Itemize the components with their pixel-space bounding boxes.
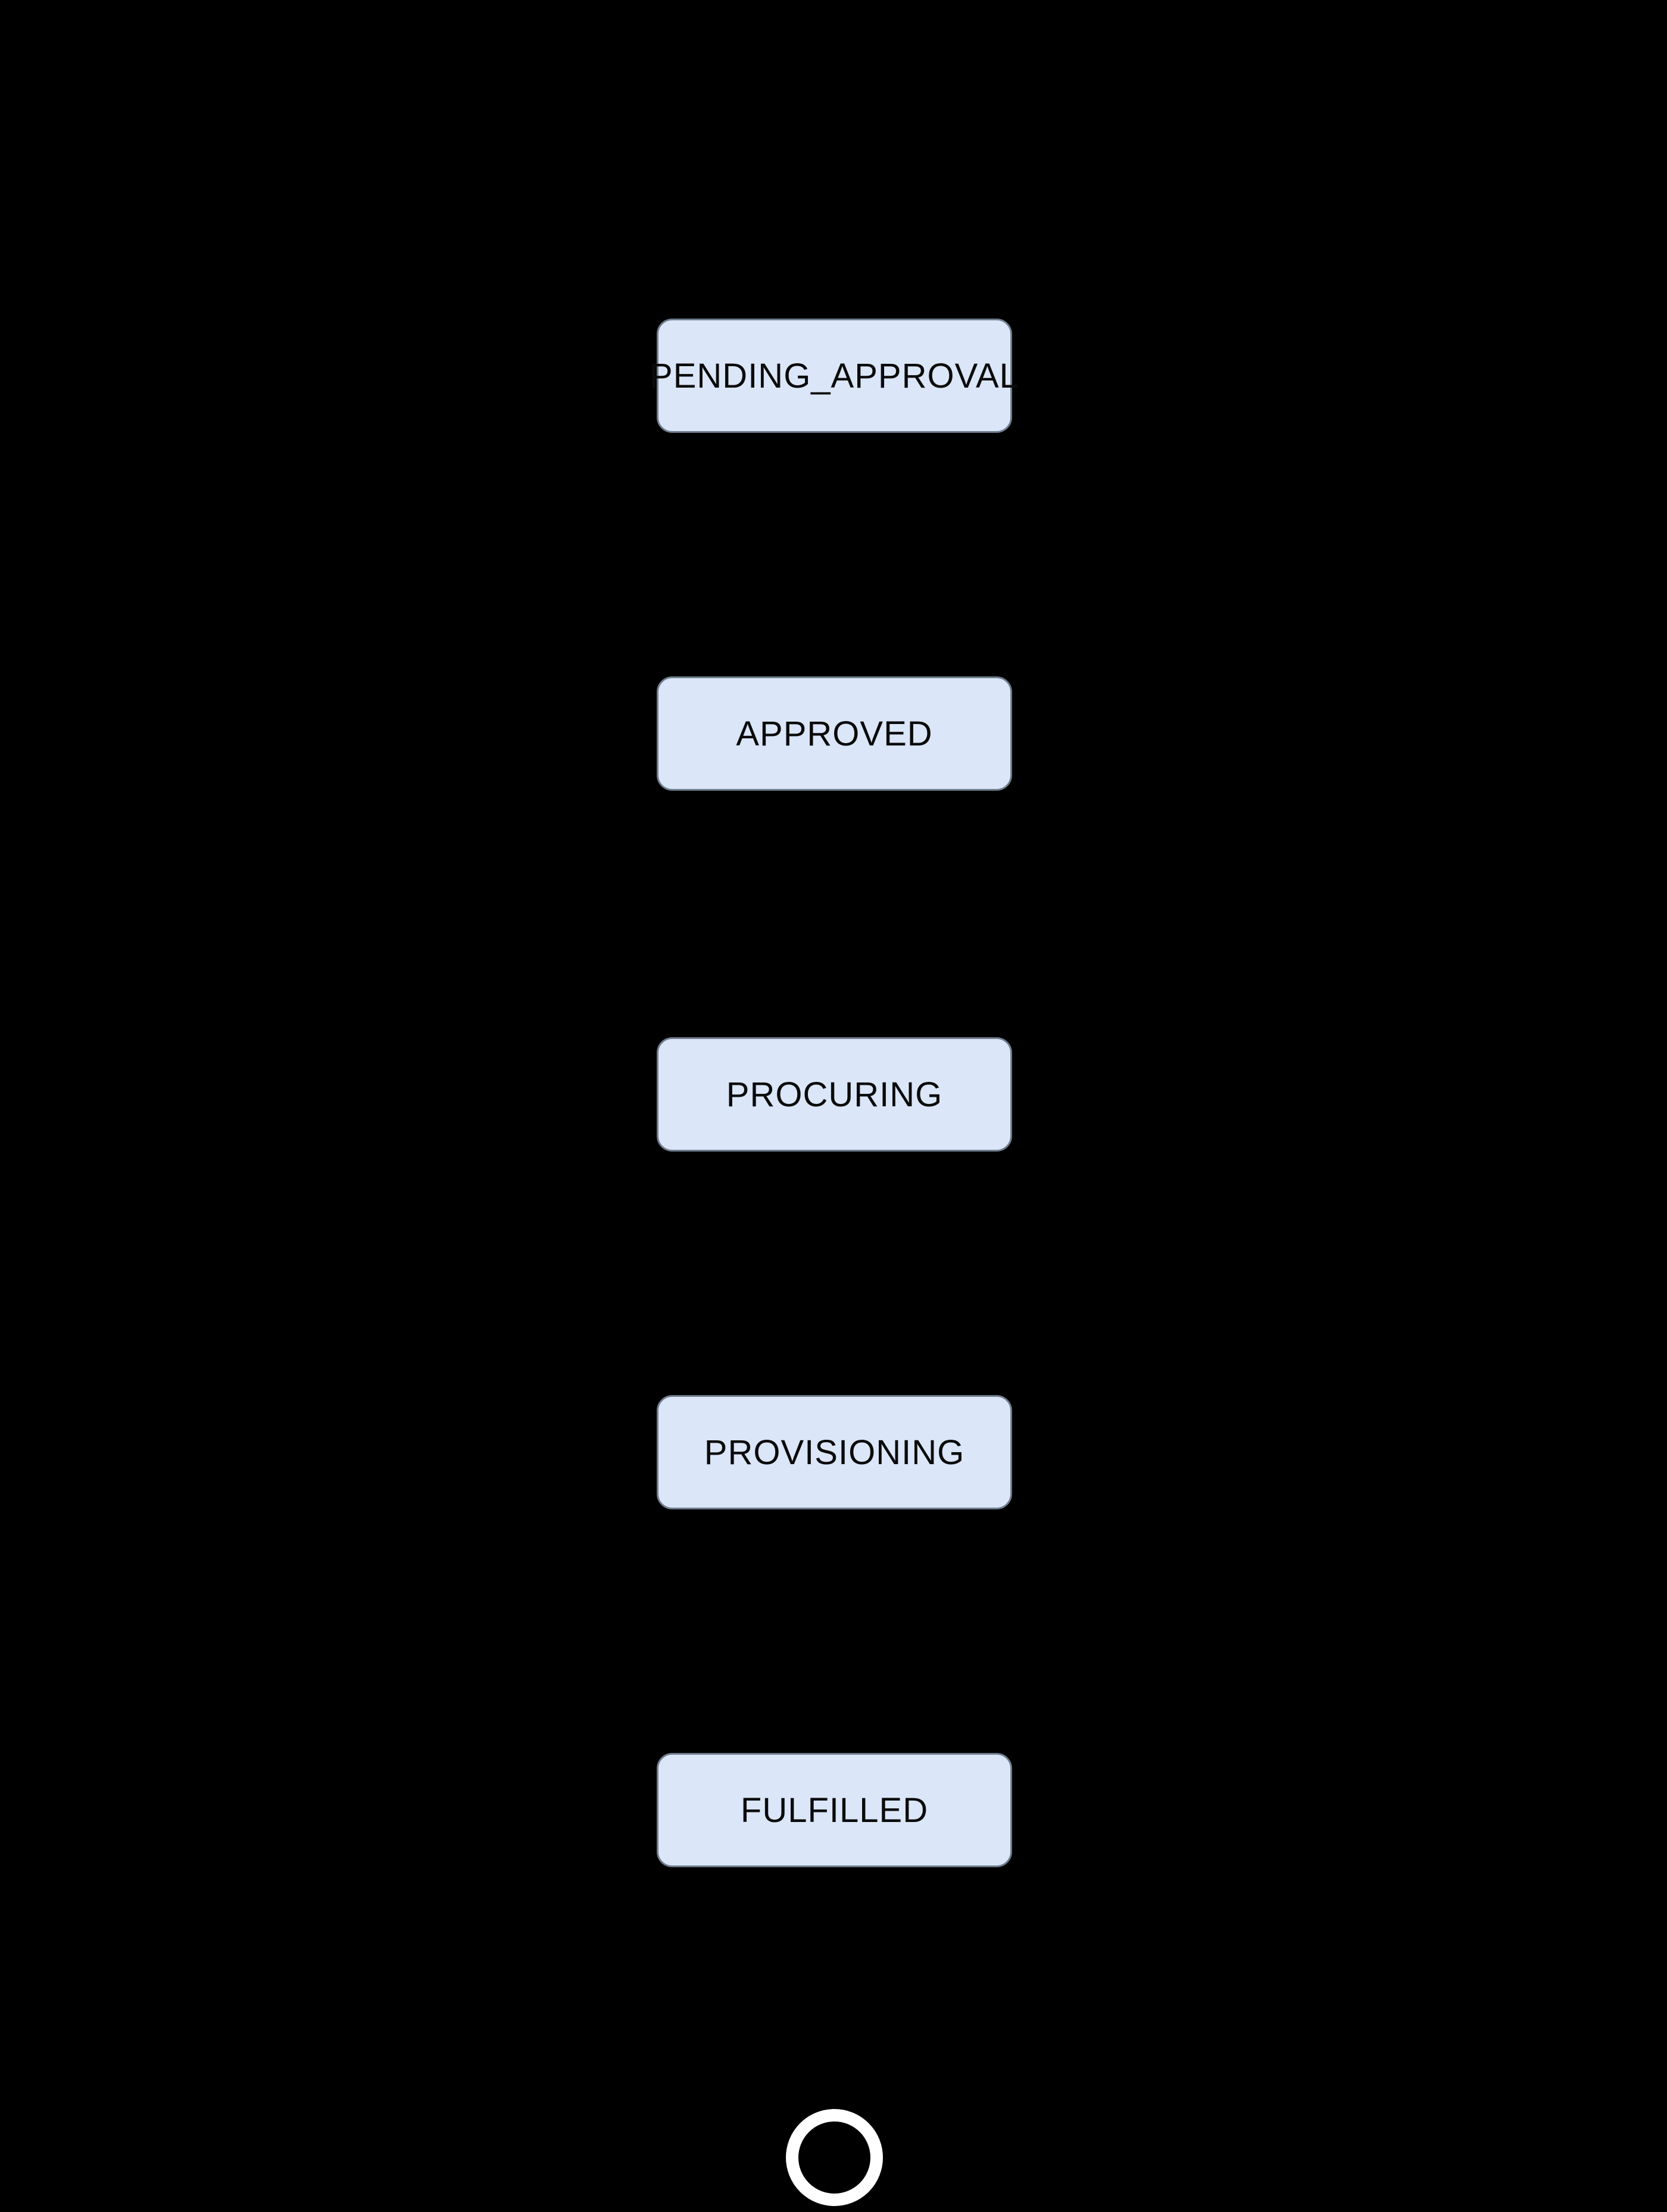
state-label-provisioning: PROVISIONING — [704, 1433, 965, 1472]
state-node-procuring: PROCURING — [657, 1037, 1012, 1152]
state-node-fulfilled: FULFILLED — [657, 1753, 1012, 1867]
state-node-pending-approval: PENDING_APPROVAL — [650, 319, 1019, 433]
state-node-provisioning: PROVISIONING — [657, 1395, 1012, 1509]
state-label-procuring: PROCURING — [726, 1075, 943, 1114]
state-label-pending-approval: PENDING_APPROVAL — [650, 356, 1019, 395]
state-node-approved: APPROVED — [657, 676, 1012, 791]
final-state-ring-icon — [786, 2109, 883, 2206]
state-label-fulfilled: FULFILLED — [740, 1790, 929, 1830]
state-label-approved: APPROVED — [736, 714, 933, 753]
